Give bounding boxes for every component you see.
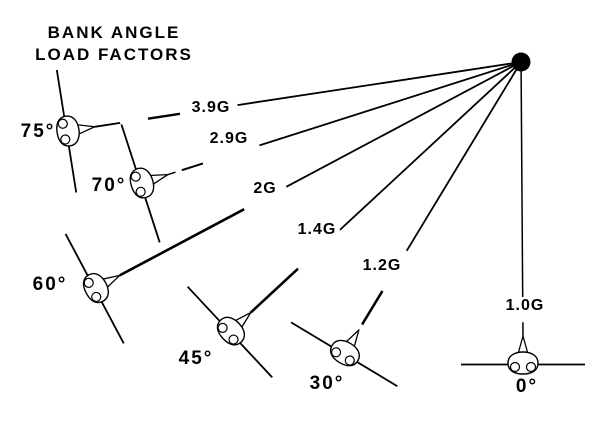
airplane-icon-45deg bbox=[186, 286, 273, 378]
airplane-icon-30deg bbox=[290, 321, 398, 387]
load-factor-label-0deg: 1.0G bbox=[502, 297, 548, 315]
airplane-engine-right-30deg bbox=[344, 355, 355, 366]
airplane-engine-right-45deg bbox=[228, 334, 239, 345]
pivot-dot bbox=[511, 52, 531, 72]
load-line-45deg-seg1 bbox=[249, 267, 299, 314]
load-line-70deg-seg2 bbox=[167, 171, 176, 176]
airplane-engine-right-75deg bbox=[60, 134, 71, 145]
airplane-engine-left-30deg bbox=[330, 347, 342, 358]
diagram-title: BANK ANGLE LOAD FACTORS bbox=[28, 22, 200, 66]
load-line-30deg-seg0 bbox=[405, 61, 522, 252]
load-line-75deg-seg0 bbox=[237, 61, 522, 106]
airplane-engine-right-70deg bbox=[135, 186, 146, 197]
airplane-icon-70deg bbox=[120, 124, 169, 243]
airplane-icon-0deg bbox=[461, 335, 585, 375]
airplane-icon-75deg bbox=[55, 69, 96, 193]
load-factor-label-70deg: 2.9G bbox=[206, 130, 252, 148]
load-factor-label-30deg: 1.2G bbox=[359, 257, 405, 275]
airplane-engine-left-70deg bbox=[130, 171, 141, 182]
airplane-engine-right-0deg bbox=[525, 361, 537, 373]
load-line-0deg-seg0 bbox=[520, 70, 524, 298]
airplane-engine-left-60deg bbox=[83, 277, 94, 288]
load-factor-label-75deg: 3.9G bbox=[188, 99, 234, 117]
bank-angle-label-75deg: 75° bbox=[20, 121, 56, 142]
bank-angle-label-45deg: 45° bbox=[178, 348, 214, 369]
diagram-title-line2: LOAD FACTORS bbox=[35, 45, 193, 64]
airplane-tail-fin-0deg bbox=[517, 335, 529, 355]
bank-angle-label-60deg: 60° bbox=[32, 274, 68, 295]
load-line-30deg-seg1 bbox=[360, 290, 384, 326]
load-factor-label-45deg: 1.4G bbox=[294, 221, 340, 239]
bank-angle-label-0deg: 0° bbox=[515, 376, 539, 397]
airplane-engine-left-45deg bbox=[217, 322, 228, 333]
load-line-75deg-seg1 bbox=[147, 112, 181, 120]
airplane-engine-right-60deg bbox=[91, 291, 102, 303]
load-line-75deg-seg2 bbox=[94, 122, 121, 128]
load-line-70deg-seg0 bbox=[259, 61, 522, 147]
airplane-engine-left-75deg bbox=[57, 118, 68, 129]
load-line-45deg-seg0 bbox=[339, 61, 522, 231]
bank-angle-label-70deg: 70° bbox=[91, 175, 127, 196]
load-line-70deg-seg1 bbox=[181, 162, 204, 172]
bank-angle-label-30deg: 30° bbox=[309, 373, 345, 394]
load-line-60deg-seg1 bbox=[119, 208, 245, 277]
airplane-engine-left-0deg bbox=[509, 361, 521, 373]
load-line-60deg-seg0 bbox=[285, 61, 522, 188]
airplane-icon-60deg bbox=[64, 233, 125, 344]
diagram-title-line1: BANK ANGLE bbox=[47, 23, 181, 42]
load-factor-label-60deg: 2G bbox=[250, 180, 280, 198]
